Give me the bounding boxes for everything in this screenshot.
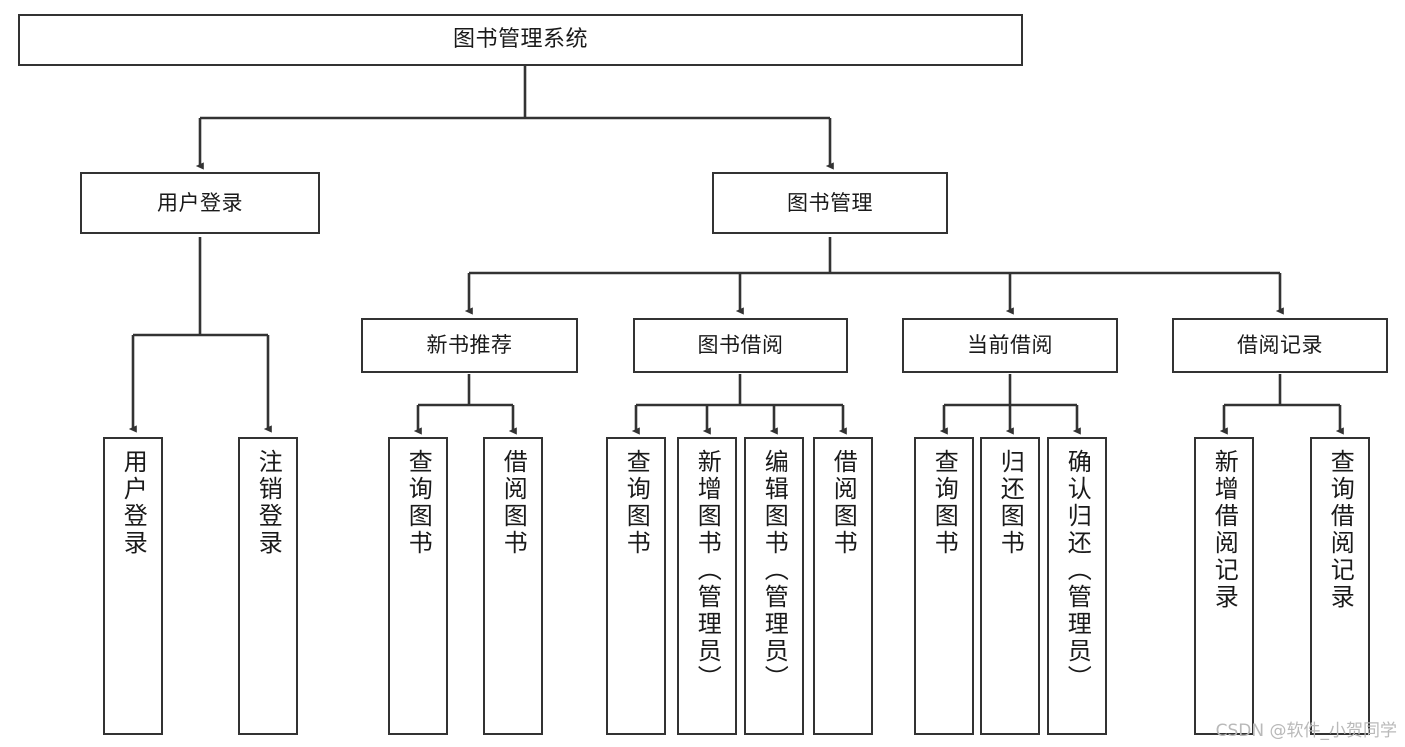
node-label: 用户登录 (157, 190, 243, 215)
node-label: 注销登录 (254, 449, 283, 557)
node-book-borrow[interactable]: 图书借阅 (633, 318, 848, 373)
node-leaf-edit-book[interactable]: 编辑图书（管理员） (744, 437, 804, 735)
node-label: 借阅记录 (1237, 333, 1323, 358)
node-borrow-record[interactable]: 借阅记录 (1172, 318, 1388, 373)
node-leaf-borrow-book[interactable]: 借阅图书 (813, 437, 873, 735)
node-leaf-add-book[interactable]: 新增图书（管理员） (677, 437, 737, 735)
node-leaf-return-book[interactable]: 归还图书 (980, 437, 1040, 735)
node-label: 新增借阅记录 (1210, 449, 1239, 611)
node-label: 查询图书 (930, 449, 959, 557)
node-leaf-user-logout[interactable]: 注销登录 (238, 437, 298, 735)
node-label: 图书管理系统 (452, 27, 588, 53)
node-current-borrow[interactable]: 当前借阅 (902, 318, 1118, 373)
node-leaf-query-book-current[interactable]: 查询图书 (914, 437, 974, 735)
node-book-management[interactable]: 图书管理 (712, 172, 948, 234)
node-new-book-recommend[interactable]: 新书推荐 (361, 318, 578, 373)
node-leaf-query-book-borrow[interactable]: 查询图书 (606, 437, 666, 735)
node-label: 借阅图书 (829, 449, 858, 557)
node-leaf-borrow-book-recommend[interactable]: 借阅图书 (483, 437, 543, 735)
node-label: 图书借阅 (697, 333, 784, 358)
node-label: 用户登录 (119, 449, 148, 557)
node-label: 查询图书 (622, 449, 651, 557)
node-root-system[interactable]: 图书管理系统 (18, 14, 1023, 66)
node-label: 查询图书 (404, 449, 433, 557)
node-label: 新增图书（管理员） (693, 449, 722, 692)
node-leaf-add-borrow-record[interactable]: 新增借阅记录 (1194, 437, 1254, 735)
node-label: 当前借阅 (967, 333, 1053, 358)
node-label: 新书推荐 (426, 333, 513, 358)
node-leaf-query-book-recommend[interactable]: 查询图书 (388, 437, 448, 735)
node-label: 查询借阅记录 (1326, 449, 1355, 611)
node-label: 编辑图书（管理员） (760, 449, 789, 692)
node-label: 归还图书 (996, 449, 1025, 557)
node-user-login[interactable]: 用户登录 (80, 172, 320, 234)
node-label: 图书管理 (787, 190, 873, 215)
node-leaf-confirm-return[interactable]: 确认归还（管理员） (1047, 437, 1107, 735)
node-label: 确认归还（管理员） (1063, 449, 1092, 692)
node-leaf-user-login[interactable]: 用户登录 (103, 437, 163, 735)
node-leaf-query-borrow-record[interactable]: 查询借阅记录 (1310, 437, 1370, 735)
node-label: 借阅图书 (499, 449, 528, 557)
